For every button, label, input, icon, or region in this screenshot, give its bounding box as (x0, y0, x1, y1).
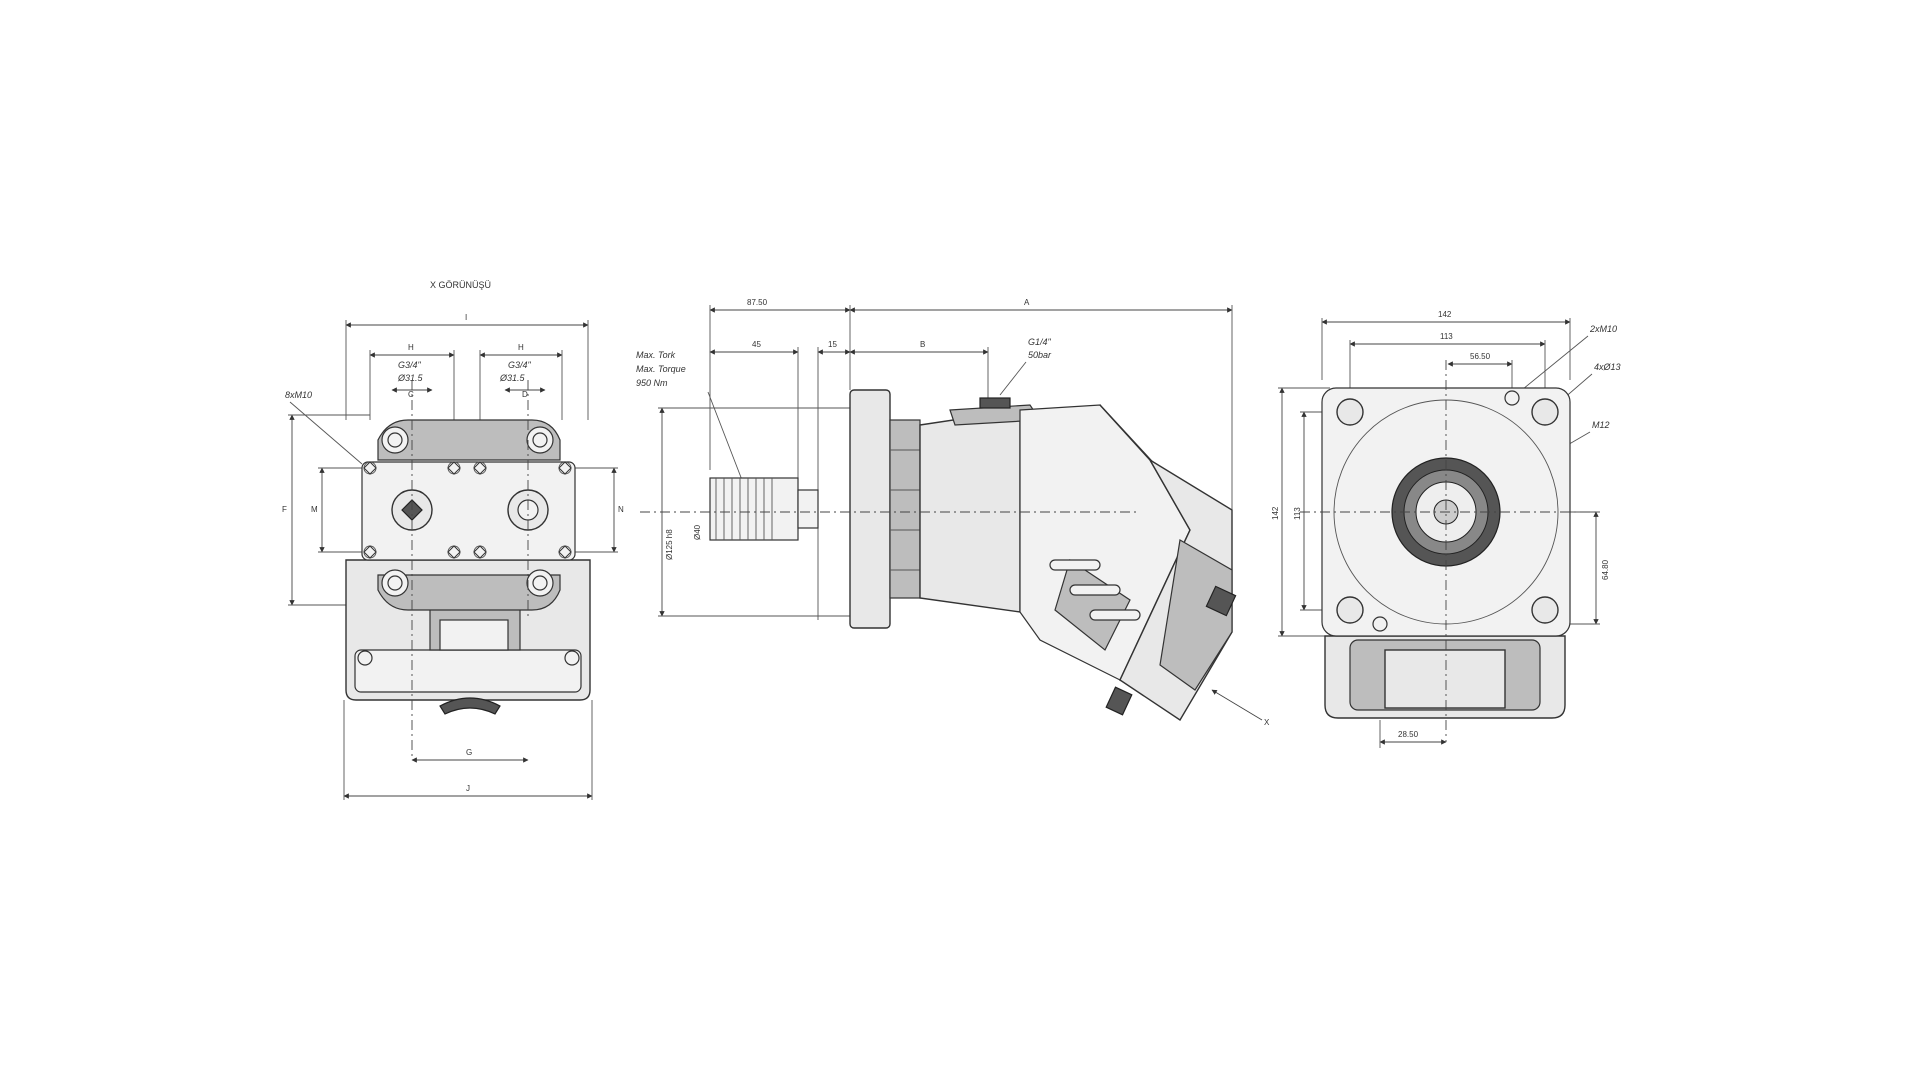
dim-g-label: G (466, 748, 472, 757)
holes-m10-label: 2xM10 (1589, 324, 1617, 334)
bearing-housing (919, 409, 1021, 613)
dim-j-label: J (466, 784, 470, 793)
dim-f-label: F (282, 505, 287, 514)
dim-h-left-label: H (408, 343, 414, 352)
torque-label-2: Max. Torque (636, 364, 686, 374)
dim-87-label: 87.50 (747, 298, 768, 307)
dim-56-label: 56.50 (1470, 352, 1491, 361)
dim-d-label: D (522, 390, 528, 399)
dim-i-label: I (465, 313, 467, 322)
dim-b-label: B (920, 340, 925, 349)
port-sub-label: 50bar (1028, 350, 1052, 360)
dim-45-label: 45 (752, 340, 761, 349)
front-view-title: X GÖRÜNÜŞÜ (430, 280, 491, 290)
dim-c-label: C (408, 390, 414, 399)
dim-m-label: M (311, 505, 318, 514)
shaft-dia-label-1: Ø40 (693, 524, 702, 540)
dim-113-top-label: 113 (1440, 332, 1453, 341)
dim-113-left-label: 113 (1293, 507, 1302, 520)
rear-view: 142 113 56.50 2xM10 4xØ13 M12 142 113 64… (1271, 310, 1621, 748)
torque-label-1: Max. Tork (636, 350, 676, 360)
dim-a-label: A (1024, 298, 1030, 307)
front-view: X GÖRÜNÜŞÜ I H H G3/4" Ø31.5 G3/4" Ø31.5… (282, 280, 624, 800)
holes-d13-label: 4xØ13 (1594, 362, 1621, 372)
dim-28-label: 28.50 (1398, 730, 1419, 739)
shaft-end (439, 697, 501, 715)
mounting-flange (849, 389, 891, 629)
port-b-sub-label: Ø31.5 (499, 373, 526, 383)
bolt-holes-label: 8xM10 (285, 390, 312, 400)
port-b-label: G3/4" (508, 360, 532, 370)
torque-label-3: 950 Nm (636, 378, 668, 388)
m12-label: M12 (1592, 420, 1610, 430)
dim-142-top-label: 142 (1438, 310, 1452, 319)
port-label: G1/4" (1028, 337, 1052, 347)
dim-15-label: 15 (828, 340, 837, 349)
view-x-arrow-label: X (1264, 718, 1270, 727)
dim-142-left-label: 142 (1271, 506, 1280, 520)
port-a-label: G3/4" (398, 360, 422, 370)
dim-h-right-label: H (518, 343, 524, 352)
shaft-dia-label-2: Ø125 h8 (665, 529, 674, 560)
front-plate (361, 461, 576, 561)
port-a-sub-label: Ø31.5 (397, 373, 424, 383)
dim-64-label: 64.80 (1601, 559, 1610, 580)
dim-n-label: N (618, 505, 624, 514)
side-view: 87.50 A 45 15 B G1/4" 50bar Max. Tork Ma… (636, 298, 1270, 727)
spline-shaft (709, 477, 799, 541)
